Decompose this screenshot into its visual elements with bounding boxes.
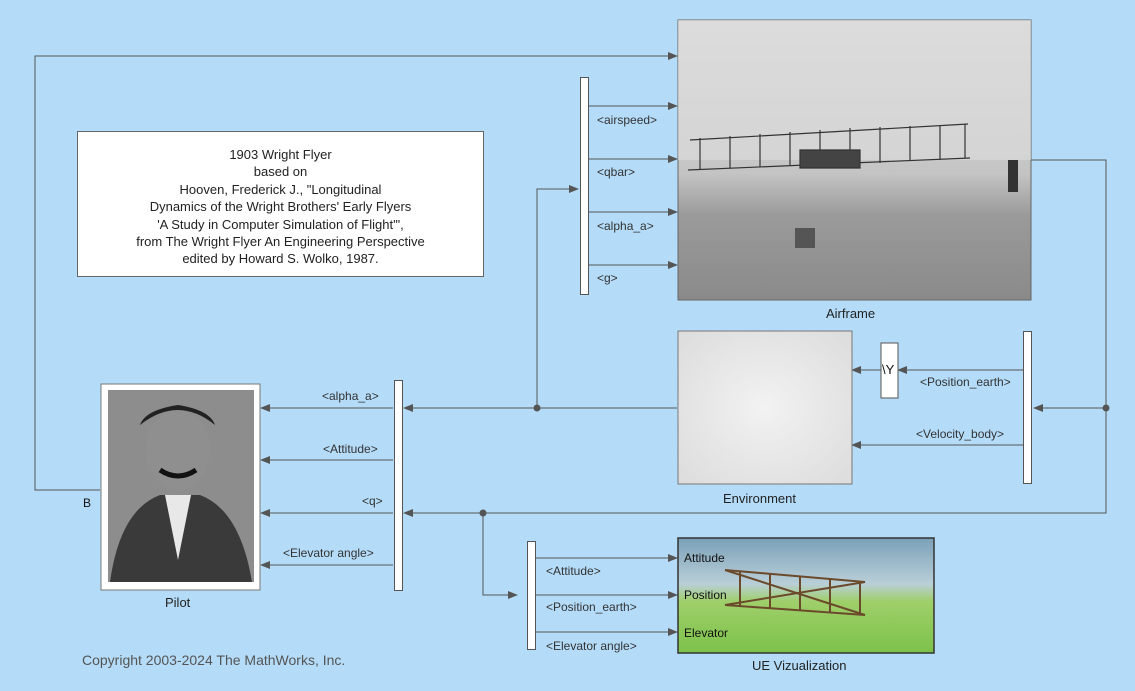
bus-selector-pilot[interactable] bbox=[394, 380, 403, 591]
bench-shape bbox=[795, 228, 815, 248]
block-label-environment: Environment bbox=[723, 491, 796, 506]
note-line: from The Wright Flyer An Engineering Per… bbox=[136, 234, 425, 250]
signal-label-position-earth-ue: <Position_earth> bbox=[546, 600, 637, 614]
signal-label-elevator-ue: <Elevator angle> bbox=[546, 639, 637, 653]
signal-label-attitude-ue: <Attitude> bbox=[546, 564, 601, 578]
signal-label-attitude-pilot: <Attitude> bbox=[323, 442, 378, 456]
note-line: 'A Study in Computer Simulation of Fligh… bbox=[157, 216, 404, 232]
transform-block[interactable] bbox=[880, 342, 899, 399]
note-line: edited by Howard S. Wolko, 1987. bbox=[182, 251, 379, 267]
signal-label-g: <g> bbox=[597, 271, 618, 285]
pilot-hair bbox=[140, 405, 215, 425]
bus-selector-env[interactable] bbox=[1023, 331, 1032, 484]
line-env-to-topbus bbox=[536, 185, 579, 408]
pilot-mustache bbox=[158, 467, 198, 479]
signal-label-qbar: <qbar> bbox=[597, 165, 636, 179]
pilot-block[interactable] bbox=[100, 383, 261, 591]
block-label-ue: UE Vizualization bbox=[752, 658, 847, 673]
signal-label-velocity-body: <Velocity_body> bbox=[916, 427, 1005, 441]
pilot-shirt bbox=[165, 495, 191, 560]
bus-selector-top[interactable] bbox=[580, 77, 589, 295]
note-line: Hooven, Frederick J., "Longitudinal bbox=[179, 181, 382, 197]
note-line: 1903 Wright Flyer bbox=[229, 147, 332, 162]
signal-label-elevator-pilot: <Elevator angle> bbox=[283, 546, 374, 560]
note-line: Dynamics of the Wright Brothers' Early F… bbox=[149, 199, 412, 215]
note-line: based on bbox=[253, 164, 308, 180]
ue-vizualization-block[interactable] bbox=[677, 537, 935, 654]
block-label-airframe: Airframe bbox=[826, 306, 876, 321]
copyright-text: Copyright 2003-2024 The MathWorks, Inc. bbox=[82, 652, 346, 668]
line-to-uebus bbox=[482, 513, 518, 599]
port-label-ue-position: Position bbox=[684, 588, 727, 602]
wright-flyer-image bbox=[687, 123, 971, 171]
signal-label-q: <q> bbox=[362, 494, 383, 508]
line-pilot-to-airframe bbox=[34, 52, 678, 491]
signal-label-alpha-top: <alpha_a> bbox=[597, 219, 654, 233]
branch-points bbox=[479, 404, 1110, 517]
port-label-ue-attitude: Attitude bbox=[684, 551, 725, 565]
port-label-ue-elevator: Elevator bbox=[684, 626, 729, 640]
environment-block[interactable] bbox=[677, 330, 853, 485]
line-airframe-out bbox=[403, 159, 1107, 517]
bus-creator-ue[interactable] bbox=[527, 541, 536, 650]
signal-label-position-earth-env: <Position_earth> bbox=[920, 375, 1011, 389]
signal-label-airspeed: <airspeed> bbox=[597, 113, 658, 127]
signal-label-alpha-pilot: <alpha_a> bbox=[322, 389, 379, 403]
flyer-3d-icon bbox=[724, 569, 866, 616]
annotation-note[interactable]: 1903 Wright Flyer based on Hooven, Frede… bbox=[77, 131, 484, 277]
transform-symbol: \Y bbox=[882, 362, 895, 377]
block-label-pilot: Pilot bbox=[165, 595, 191, 610]
port-label-B: B bbox=[83, 496, 92, 510]
airframe-block[interactable] bbox=[677, 19, 1032, 301]
person-silhouette bbox=[1008, 160, 1018, 192]
